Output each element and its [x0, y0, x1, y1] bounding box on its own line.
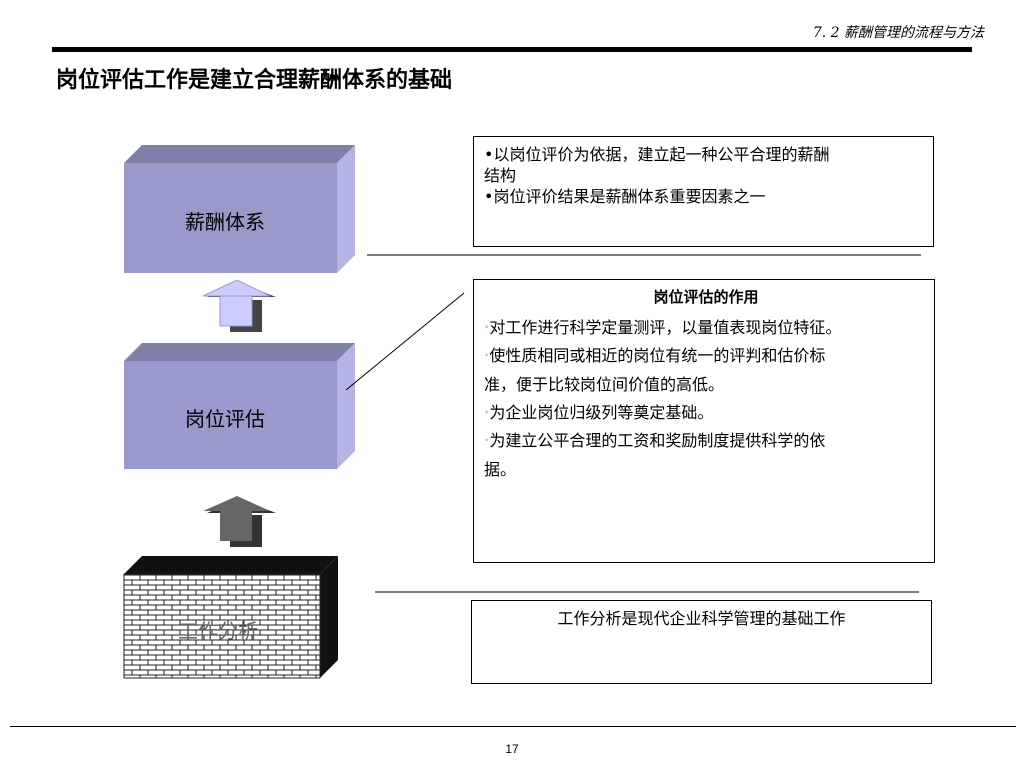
info-box-middle: 岗位评估的作用 •对工作进行科学定量测评，以量值表现岗位特征。 •使性质相同或相…	[473, 279, 935, 563]
info-top-line-1: •以岗位评价为依据，建立起一种公平合理的薪酬	[484, 145, 830, 164]
up-arrow-light	[202, 279, 276, 332]
salary-box	[124, 145, 355, 273]
info-middle-title: 岗位评估的作用	[653, 288, 759, 306]
connector-line-diagonal	[345, 292, 465, 391]
page-title: 岗位评估工作是建立合理薪酬体系的基础	[56, 68, 453, 93]
info-top-line-3: •岗位评价结果是薪酬体系重要因素之一	[484, 186, 766, 206]
info-middle-line-1: •对工作进行科学定量测评，以量值表现岗位特征。	[484, 317, 842, 337]
info-top-line-2: 结构	[484, 165, 517, 185]
job-eval-box-label: 岗位评估	[185, 407, 265, 431]
info-middle-line-5: •为建立公平合理的工资和奖励制度提供科学的依	[484, 431, 826, 450]
job-eval-box	[124, 343, 355, 469]
job-analysis-box-label: 工作分析	[178, 619, 258, 643]
bottom-rule	[10, 726, 1016, 727]
up-arrow-dark	[203, 496, 276, 547]
salary-box-label: 薪酬体系	[185, 210, 265, 234]
info-middle-line-6: 据。	[484, 459, 517, 479]
info-middle-line-3: 准，便于比较岗位间价值的高低。	[484, 374, 725, 394]
info-box-top: •以岗位评价为依据，建立起一种公平合理的薪酬 结构 •岗位评价结果是薪酬体系重要…	[473, 136, 934, 247]
info-bottom-text: 工作分析是现代企业科学管理的基础工作	[557, 609, 846, 628]
info-middle-line-2: •使性质相同或相近的岗位有统一的评判和估价标	[484, 346, 826, 365]
page-number: 17	[505, 742, 519, 756]
info-middle-line-4: •为企业岗位归级列等奠定基础。	[484, 402, 714, 422]
info-box-bottom: 工作分析是现代企业科学管理的基础工作	[471, 600, 932, 684]
job-analysis-box	[123, 556, 338, 679]
top-rule	[52, 47, 972, 52]
section-header: 7. 2 薪酬管理的流程与方法	[812, 25, 984, 41]
